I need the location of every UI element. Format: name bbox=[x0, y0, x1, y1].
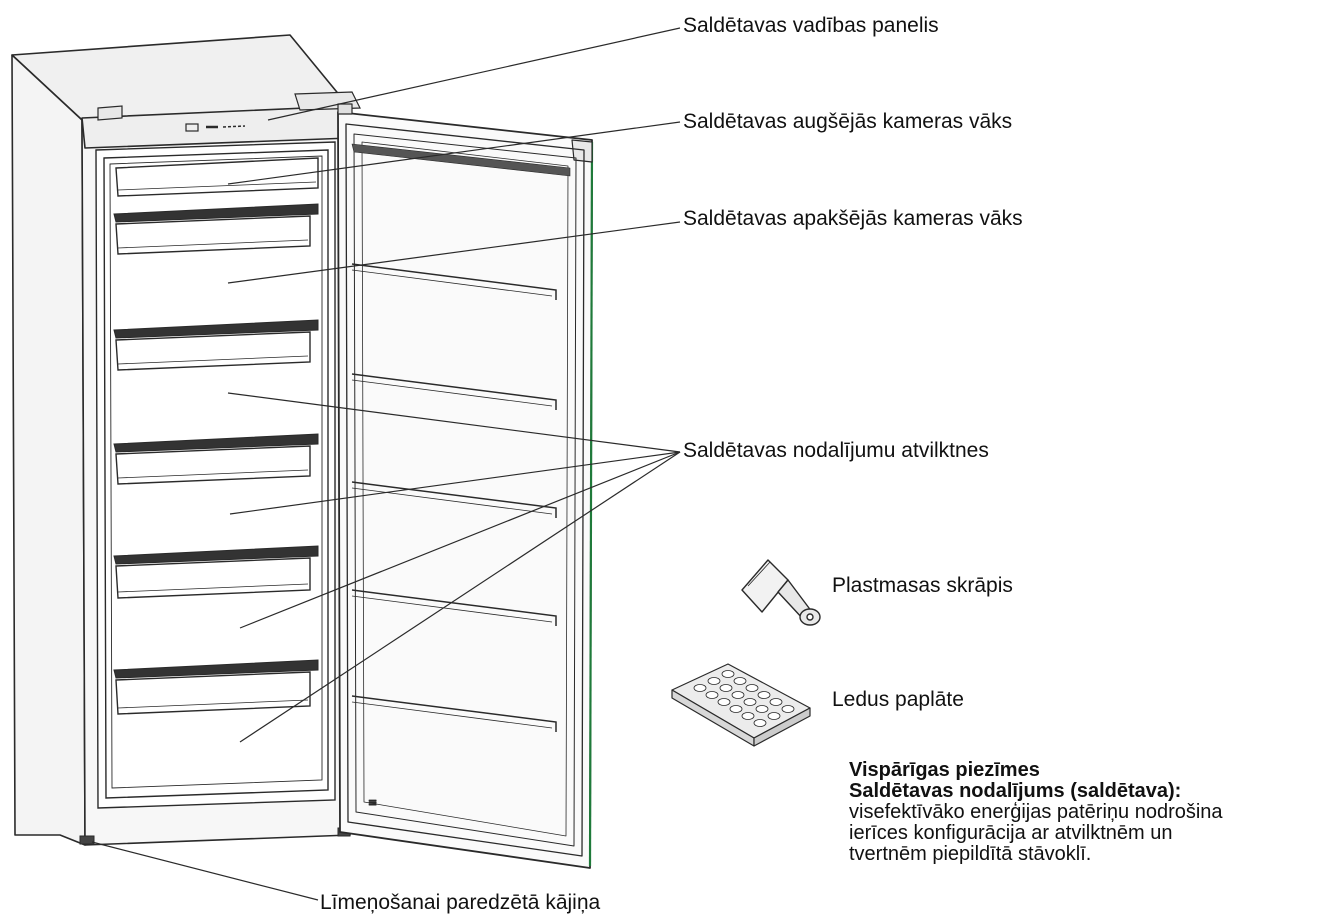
freezer-door: ≡ bbox=[337, 103, 594, 869]
ice-tray-icon bbox=[671, 663, 811, 747]
upper-flap bbox=[115, 157, 319, 197]
label-ice-tray: Ledus paplāte bbox=[832, 688, 964, 711]
label-drawers: Saldētavas nodalījumu atvilktnes bbox=[683, 439, 989, 462]
notes-title: Vispārīgas piezīmes bbox=[849, 759, 1040, 781]
leader-drawer-4 bbox=[239, 451, 681, 743]
door-shelf-1 bbox=[351, 263, 557, 300]
leader-drawer-1 bbox=[227, 392, 681, 453]
leader-control-panel bbox=[267, 27, 681, 121]
drawer-3 bbox=[113, 545, 319, 599]
notes-line-1: visefektīvāko enerģijas patēriņu nodroši… bbox=[849, 801, 1223, 823]
leader-drawer-2 bbox=[229, 451, 681, 515]
label-upper-cover: Saldētavas augšējās kameras vāks bbox=[683, 110, 1013, 133]
leader-lower-cover bbox=[227, 221, 681, 284]
general-notes: Vispārīgas piezīmes Saldētavas nodalījum… bbox=[849, 760, 1334, 865]
freezer-drawers bbox=[113, 157, 319, 715]
label-leveling-foot: Līmeņošanai paredzētā kājiņa bbox=[320, 891, 601, 914]
notes-line-2: ierīces konfigurācija ar atvilktnēm un bbox=[849, 822, 1173, 844]
label-control-panel: Saldētavas vadības panelis bbox=[683, 14, 939, 37]
drawer-4 bbox=[113, 659, 319, 715]
drawer-1 bbox=[113, 319, 319, 371]
leader-leveling-foot bbox=[91, 841, 319, 901]
lower-flap bbox=[113, 203, 319, 255]
door-shelf-2 bbox=[351, 373, 557, 410]
svg-text:≡: ≡ bbox=[368, 796, 377, 809]
leader-drawer-3 bbox=[239, 451, 681, 629]
scraper-icon bbox=[741, 559, 821, 626]
leader-upper-cover bbox=[227, 121, 681, 185]
door-shelf-4 bbox=[351, 589, 557, 626]
notes-line-3: tvertnēm piepildītā stāvoklī. bbox=[849, 843, 1092, 865]
door-shelf-5 bbox=[351, 695, 557, 732]
leader-lines bbox=[91, 27, 681, 901]
door-shelves bbox=[351, 263, 557, 732]
label-scraper: Plastmasas skrāpis bbox=[832, 574, 1013, 597]
drawer-2 bbox=[113, 433, 319, 485]
notes-subtitle: Saldētavas nodalījums (saldētava): bbox=[849, 780, 1182, 802]
label-lower-cover: Saldētavas apakšējās kameras vāks bbox=[683, 207, 1023, 230]
